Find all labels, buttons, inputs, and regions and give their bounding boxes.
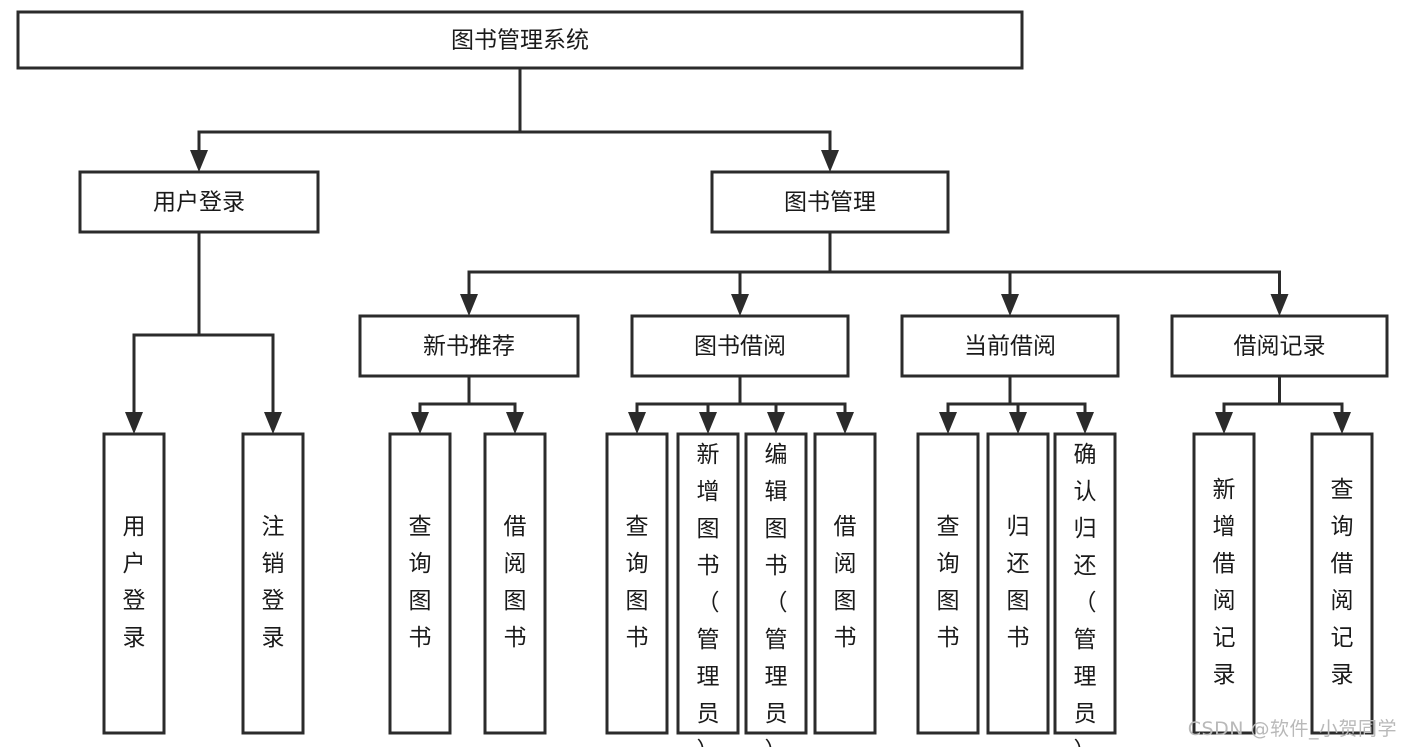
node-label: 用户登录 [123, 514, 146, 651]
connector-layer [125, 66, 1351, 434]
node-label: 借阅图书 [504, 514, 527, 651]
node-root[interactable]: 图书管理系统 [16, 10, 1024, 70]
node-label: 借阅记录 [1234, 334, 1326, 360]
node-new-book-rec[interactable]: 新书推荐 [358, 314, 580, 378]
node-label: 查询图书 [626, 514, 649, 651]
node-box [1192, 432, 1256, 735]
node-leaf-borrow-book-1[interactable]: 借阅图书 [483, 432, 547, 735]
node-label: 图书借阅 [694, 334, 786, 360]
node-box [1170, 314, 1389, 378]
node-borrow-record[interactable]: 借阅记录 [1170, 314, 1389, 378]
node-box [358, 314, 580, 378]
node-box [1310, 432, 1374, 735]
node-label: 新增图书（管理员） [697, 442, 720, 747]
node-box [16, 10, 1024, 70]
node-leaf-add-book[interactable]: 新增图书（管理员） [676, 432, 740, 747]
node-label: 查询借阅记录 [1331, 477, 1354, 688]
node-box [710, 170, 950, 234]
node-box [900, 314, 1120, 378]
node-book-manage[interactable]: 图书管理 [710, 170, 950, 234]
node-user-login[interactable]: 用户登录 [78, 170, 320, 234]
node-current-borrow[interactable]: 当前借阅 [900, 314, 1120, 378]
node-box [916, 432, 980, 735]
node-box [483, 432, 547, 735]
node-leaf-logout[interactable]: 注销登录 [241, 432, 305, 735]
node-box [676, 432, 740, 735]
csdn-watermark: CSDN @软件_小贺同学 [1187, 718, 1397, 740]
node-box [986, 432, 1050, 735]
node-label: 用户登录 [153, 190, 245, 216]
node-label: 借阅图书 [834, 514, 857, 651]
node-label: 图书管理系统 [451, 28, 589, 54]
node-leaf-edit-book[interactable]: 编辑图书（管理员） [744, 432, 808, 747]
node-label: 查询图书 [409, 514, 432, 651]
node-box [605, 432, 669, 735]
node-leaf-query-book-3[interactable]: 查询图书 [916, 432, 980, 735]
node-label: 新书推荐 [423, 334, 515, 360]
node-label: 编辑图书（管理员） [765, 442, 788, 747]
node-leaf-return-book[interactable]: 归还图书 [986, 432, 1050, 735]
node-leaf-query-record[interactable]: 查询借阅记录 [1310, 432, 1374, 735]
node-leaf-query-book-1[interactable]: 查询图书 [388, 432, 452, 735]
node-leaf-add-record[interactable]: 新增借阅记录 [1192, 432, 1256, 735]
node-box [1053, 432, 1117, 735]
node-label: 归还图书 [1007, 514, 1030, 651]
node-box [813, 432, 877, 735]
node-label: 新增借阅记录 [1213, 477, 1236, 688]
node-box [241, 432, 305, 735]
node-label: 图书管理 [784, 190, 876, 216]
node-label: 注销登录 [262, 514, 285, 651]
node-box [630, 314, 850, 378]
node-box [102, 432, 166, 735]
node-book-borrow[interactable]: 图书借阅 [630, 314, 850, 378]
node-label: 查询图书 [937, 514, 960, 651]
node-box [744, 432, 808, 735]
node-leaf-borrow-book-2[interactable]: 借阅图书 [813, 432, 877, 735]
node-label: 当前借阅 [964, 334, 1056, 360]
node-leaf-query-book-2[interactable]: 查询图书 [605, 432, 669, 735]
node-leaf-confirm-return[interactable]: 确认归还（管理员） [1053, 432, 1117, 747]
node-label: 确认归还（管理员） [1074, 442, 1097, 747]
node-layer: 图书管理系统用户登录图书管理新书推荐图书借阅当前借阅借阅记录用户登录注销登录查询… [16, 10, 1389, 747]
node-box [388, 432, 452, 735]
node-leaf-user-login[interactable]: 用户登录 [102, 432, 166, 735]
node-box [78, 170, 320, 234]
